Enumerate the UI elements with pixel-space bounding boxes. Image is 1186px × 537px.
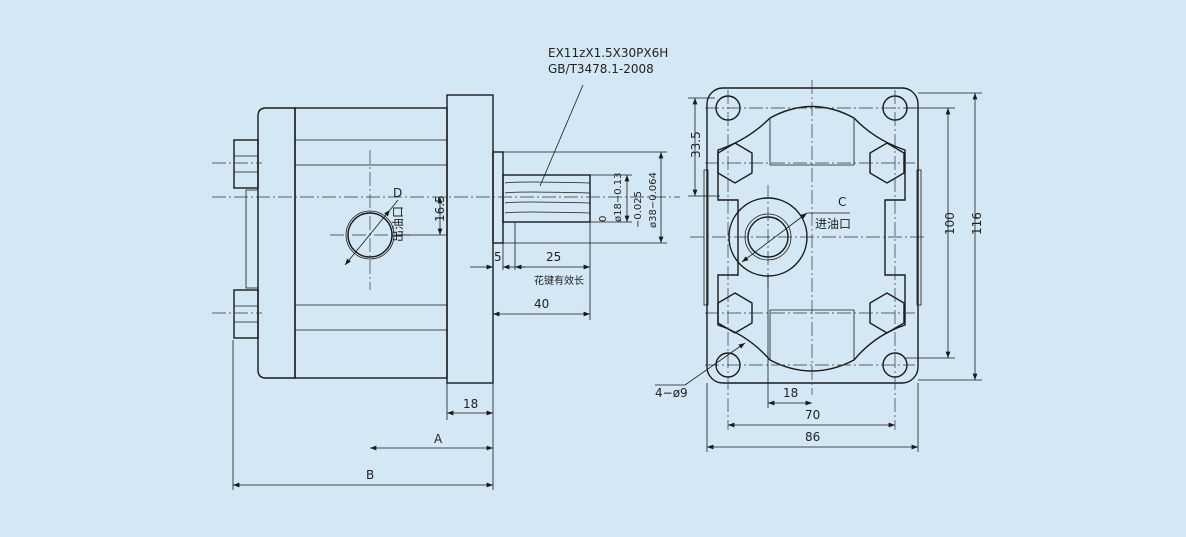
- tol-38: ø38−0.064: [648, 172, 659, 228]
- dim-A: A: [434, 432, 443, 446]
- dim-18-front: 18: [783, 386, 798, 400]
- inlet-label: 进油口: [815, 217, 851, 231]
- dim-25: 25: [546, 250, 561, 264]
- outlet-letter: D: [393, 186, 402, 200]
- dim-5: 5: [494, 250, 502, 264]
- spline-note-line1: EX11zX1.5X30PX6H: [548, 46, 668, 60]
- dim-116: 116: [970, 212, 984, 235]
- hex-bolts: [717, 142, 905, 334]
- inlet-letter: C: [838, 195, 846, 209]
- dim-86: 86: [805, 430, 820, 444]
- front-view: C 进油口 33.5 100 116 18 70 86 4−ø9: [655, 80, 984, 452]
- spline-note-line2: GB/T3478.1-2008: [548, 62, 654, 76]
- dim-100: 100: [943, 212, 957, 235]
- tol-18-upper: 0: [598, 216, 609, 222]
- side-view: D 出油口 16.5 EX11zX1.5X30PX6H GB/T3478.1-2…: [212, 46, 680, 490]
- dim-40: 40: [534, 297, 549, 311]
- dim-16-5: 16.5: [433, 195, 447, 222]
- dim-18-flange: 18: [463, 397, 478, 411]
- mounting-plate: [706, 87, 919, 384]
- spline-length-label: 花键有效长: [534, 274, 584, 287]
- bolt-head-top: [233, 139, 259, 189]
- dim-B: B: [366, 468, 374, 482]
- dim-33-5: 33.5: [689, 131, 703, 158]
- outlet-label: 出油口: [391, 206, 405, 242]
- dim-70: 70: [805, 408, 820, 422]
- tol-18: ø18−0.13: [613, 173, 624, 223]
- holes-label: 4−ø9: [655, 386, 688, 400]
- bolt-head-bottom: [233, 289, 259, 339]
- tol-38-upper: −0.025: [633, 191, 644, 228]
